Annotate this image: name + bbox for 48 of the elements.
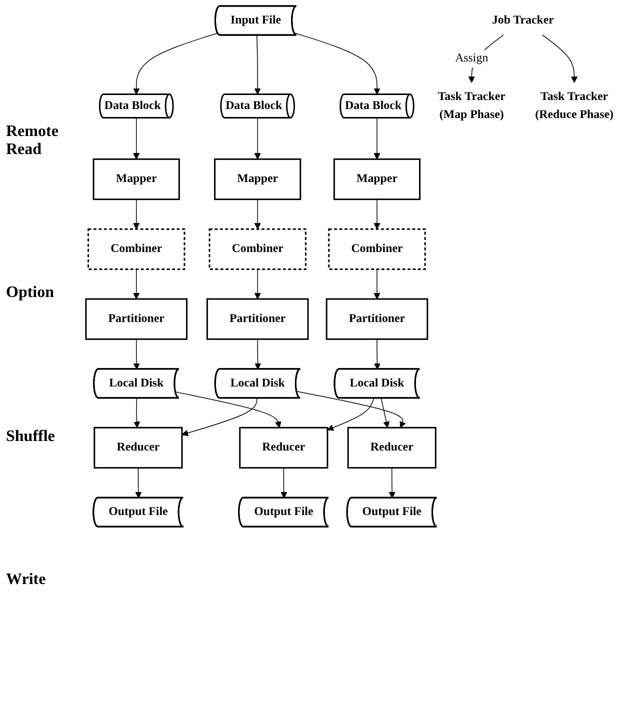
row-label: Shuffle <box>6 428 56 446</box>
arrow <box>133 268 140 300</box>
node-box: Mapper <box>333 158 421 200</box>
node-box: Combiner <box>328 228 426 270</box>
arrow <box>254 117 261 160</box>
node-text: Job Tracker <box>492 14 554 26</box>
node-text: Data Block <box>226 99 282 112</box>
arrow <box>327 398 374 431</box>
row-label: Option <box>6 284 56 302</box>
arrow <box>133 117 140 160</box>
arrow <box>254 198 261 230</box>
arrow <box>280 467 288 498</box>
node-box: Partitioner <box>326 298 428 340</box>
node-box: Combiner <box>88 228 186 270</box>
arrow <box>374 268 380 300</box>
node-box: Combiner <box>208 228 306 270</box>
arrow <box>388 467 396 498</box>
edge-label: Assign <box>455 52 488 65</box>
arrow <box>254 338 262 370</box>
arrow <box>135 467 142 498</box>
node-text: Task Tracker (Reduce Phase) <box>535 90 614 121</box>
node-box: Reducer <box>347 426 436 469</box>
node-box: Partitioner <box>85 298 188 340</box>
node-box: Reducer <box>239 426 328 469</box>
arrow <box>182 398 258 436</box>
row-label: Remote Read <box>6 122 60 159</box>
arrow <box>294 32 380 95</box>
arrow <box>254 268 261 300</box>
row-label: Write <box>6 571 47 590</box>
arrow <box>296 391 406 428</box>
node-text: Data Block <box>344 99 402 112</box>
node-box: Partitioner <box>206 298 309 340</box>
arrow <box>133 338 140 370</box>
arrow <box>134 398 140 428</box>
node-box: Mapper <box>92 158 180 200</box>
arrow <box>175 392 282 428</box>
arrow <box>133 32 218 95</box>
arrow <box>542 34 578 83</box>
arrow <box>254 34 261 95</box>
node-text: Data Block <box>104 99 161 112</box>
arrow <box>133 198 140 230</box>
arrow <box>374 198 380 230</box>
arrow <box>374 338 380 370</box>
arrow <box>380 398 390 428</box>
node-box: Reducer <box>94 426 183 469</box>
node-box: Mapper <box>214 158 302 200</box>
node-text: Task Tracker (Map Phase) <box>438 90 506 121</box>
arrow <box>374 117 380 160</box>
